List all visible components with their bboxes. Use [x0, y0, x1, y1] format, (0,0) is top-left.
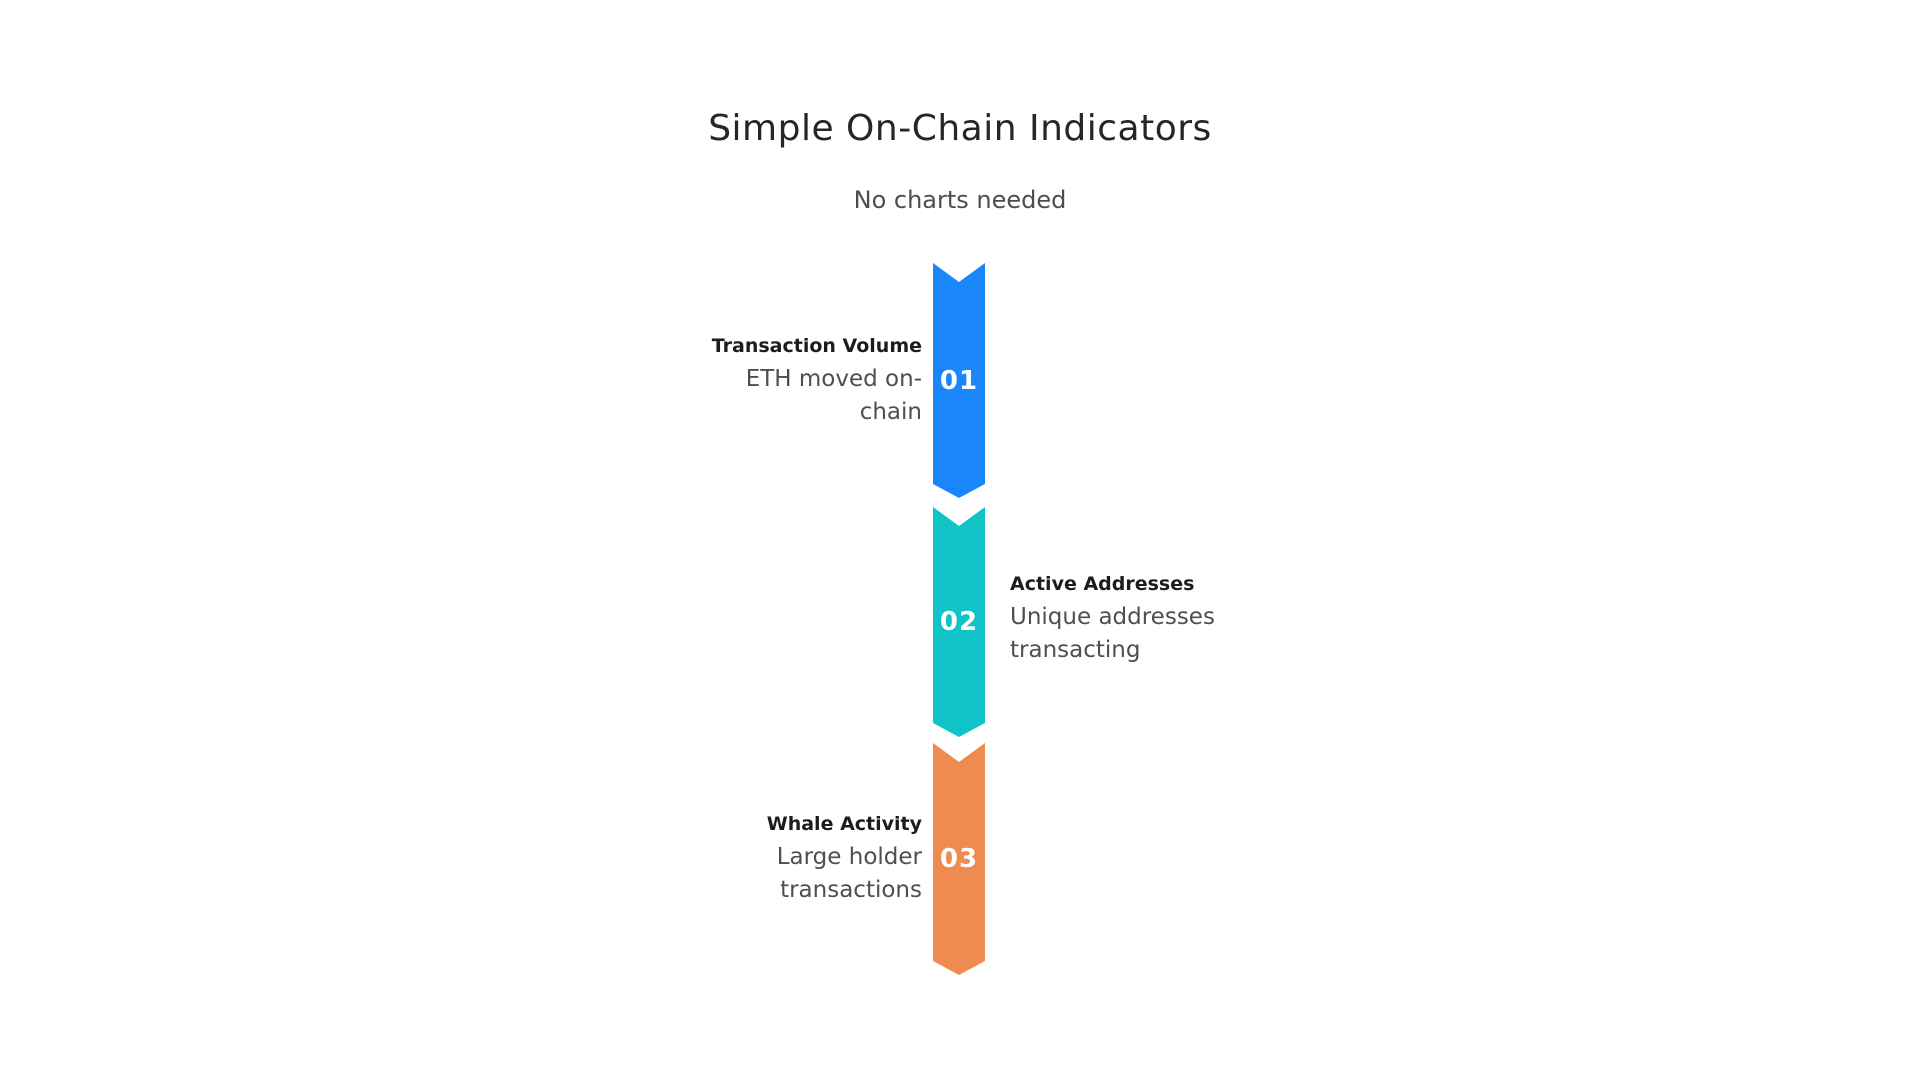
- step-1-label: Transaction Volume: [711, 335, 922, 357]
- step-3-number: 03: [939, 844, 979, 874]
- step-2-desc-line: Unique addresses: [1010, 604, 1215, 630]
- step-2-desc-line: transacting: [1010, 637, 1141, 663]
- step-3-label: Whale Activity: [766, 813, 922, 835]
- page-subtitle: No charts needed: [853, 186, 1067, 214]
- step-2-number: 02: [939, 607, 979, 637]
- step-3-desc-line: Large holder: [776, 844, 922, 870]
- step-2-textblock: Active Addresses Unique addresses transa…: [1010, 568, 1330, 667]
- chevron-step-1: 01: [933, 263, 985, 498]
- chevron-step-2: 02: [933, 507, 985, 737]
- step-3-desc-line: transactions: [780, 877, 922, 903]
- step-2-label: Active Addresses: [1010, 573, 1195, 595]
- step-1-number: 01: [939, 365, 979, 396]
- chevron-step-3: 03: [933, 743, 985, 975]
- step-3-textblock: Whale Activity Large holder transactions: [602, 808, 922, 907]
- page-title: Simple On-Chain Indicators: [708, 108, 1212, 149]
- step-1-desc-line: ETH moved on-: [745, 366, 922, 392]
- step-1-textblock: Transaction Volume ETH moved on- chain: [602, 330, 922, 429]
- step-1-desc-line: chain: [859, 399, 922, 425]
